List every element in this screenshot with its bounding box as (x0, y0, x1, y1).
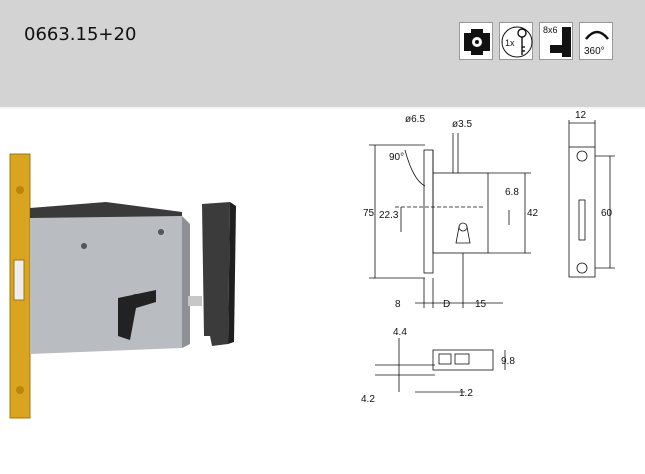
dim-bottom-d: D (443, 299, 450, 310)
dim-width-top: 12 (575, 110, 587, 121)
product-header: 0663.15+20 1x 8x6 (0, 0, 645, 107)
rotation-icon: 360° (579, 22, 613, 60)
dim-hole-diameter: ø3.5 (452, 119, 472, 130)
dim-section-right: 9.8 (501, 356, 515, 367)
dim-pin-diameter: ø6.5 (405, 114, 425, 125)
key-count-label: 1x (505, 38, 515, 48)
dim-height-mid: 42 (527, 208, 539, 219)
dim-angle: 90° (389, 152, 404, 163)
product-code: 0663.15+20 (24, 24, 137, 45)
dim-height-total: 75 (363, 208, 375, 219)
cylinder-profile-icon (459, 22, 493, 60)
dim-section-bottom-right: 1.2 (459, 388, 473, 399)
dim-bottom-right: 15 (475, 299, 487, 310)
dim-section-bottom-left: 4.2 (361, 394, 375, 405)
technical-drawing: ø6.5 ø3.5 90° 12 75 22.3 6.8 42 60 8 D 1… (355, 110, 625, 410)
spindle-size-label: 8x6 (543, 25, 558, 35)
rotation-label: 360° (584, 46, 605, 57)
feature-icons: 1x 8x6 360° (459, 22, 613, 60)
dim-bottom-left: 8 (395, 299, 401, 310)
header-divider (0, 107, 645, 109)
product-photo (6, 140, 256, 425)
spindle-icon: 8x6 (539, 22, 573, 60)
dim-small-v: 6.8 (505, 187, 519, 198)
key-icon: 1x (499, 22, 533, 60)
dim-section-top: 4.4 (393, 327, 407, 338)
dim-height-right: 60 (601, 208, 613, 219)
dim-offset-mid: 22.3 (379, 210, 399, 221)
